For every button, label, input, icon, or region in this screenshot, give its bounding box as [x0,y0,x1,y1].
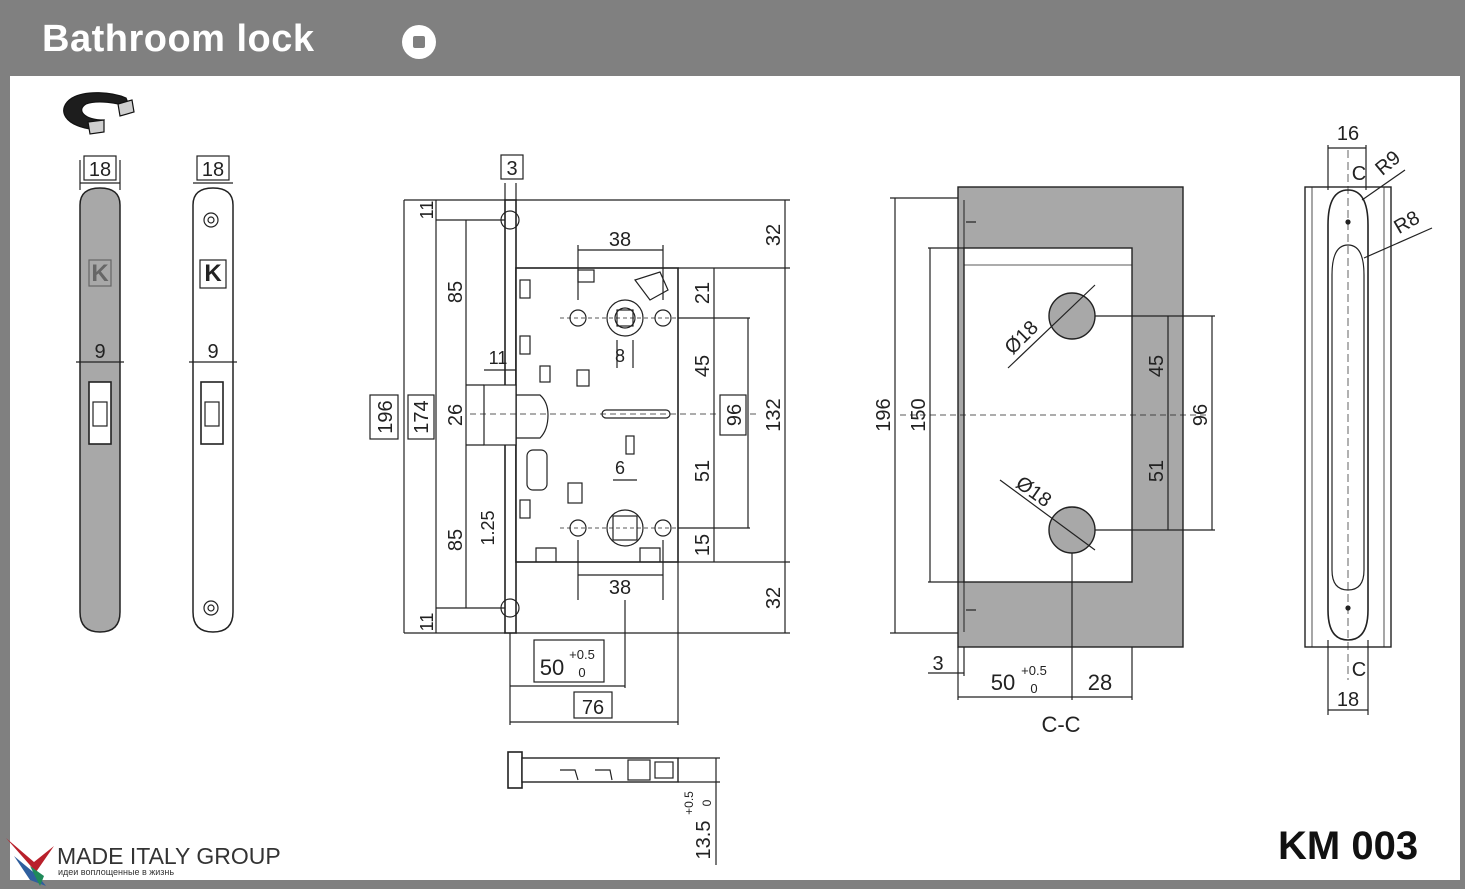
magnet-icon [63,92,135,135]
dim-total: 196 [375,400,397,433]
square-in-circle-icon [402,25,436,59]
dim-cutout-backset: 50 [991,670,1015,695]
dim-lower: 85 [445,529,467,551]
dim-right-96: 96 [724,404,746,426]
faceplate-front: 18 K 9 [76,155,124,633]
dim-latch: 11 [489,348,508,368]
faceplate-back-width: 18 [202,159,224,181]
dim-side-width-bottom: 18 [1337,689,1359,711]
dim-body: 174 [411,400,433,433]
dim-cutout-plate: 3 [932,653,943,675]
latch-side-view: 13.5 +0.5 0 [507,751,720,865]
dim-right-top: 32 [763,224,785,246]
model-number: KM 003 [1278,824,1419,868]
section-label: C-C [1041,712,1080,737]
section-mark-top: C [1352,163,1366,185]
dim-cutout-offset: 28 [1088,670,1112,695]
dim-right-21: 21 [692,282,714,304]
dim-cutout-tol-top: +0.5 [1021,663,1047,678]
dim-cutout-inner: 150 [908,398,930,431]
page-title: Bathroom lock [42,18,315,60]
faceplate-front-width: 18 [89,159,111,181]
brand-bird-logo-icon [6,838,54,886]
dim-right-bottom: 32 [763,587,785,609]
dim-backset: 50 [540,655,564,680]
brand-name: MADE ITALY GROUP [57,843,281,869]
cutout-view: Ø18 Ø18 45 51 96 196 150 3 50 +0.5 0 28 … [873,186,1215,737]
section-mark-bottom: C [1352,659,1366,681]
dim-backset-tol-bottom: 0 [578,665,585,680]
dim-top-margin: 11 [417,201,437,220]
faceplate-back-hole: 9 [207,341,218,363]
dim-latch-height: 13.5 [693,821,715,860]
side-view: 16 C R9 R8 C 18 [1304,123,1433,715]
dim-backset-tol-top: +0.5 [569,647,595,662]
dim-spindle-dist: 38 [609,229,631,251]
k-logo-icon: K [204,260,222,287]
lock-body-view: 3 196 174 11 85 26 85 11 11 1.25 38 8 6 … [369,154,790,725]
dim-right-15: 15 [692,534,714,556]
dim-bottom-margin: 11 [417,613,437,632]
dim-latch-tol-bottom: 0 [700,799,714,806]
dim-thumb-sq: 6 [615,458,625,478]
dim-mid: 26 [445,404,467,426]
dim-cutout-tol-bottom: 0 [1030,681,1037,696]
dim-depth: 76 [582,697,604,719]
dim-cutout-height: 196 [873,398,895,431]
dim-spindle-sq: 8 [615,346,625,366]
dim-right-45: 45 [692,355,714,377]
faceplate-front-hole: 9 [94,341,105,363]
dim-plate: 3 [506,158,517,180]
dim-cutout-45: 45 [1146,355,1168,377]
dim-cutout-51: 51 [1146,460,1168,482]
dim-right-132: 132 [763,398,785,431]
k-logo-icon: K [91,260,109,287]
dim-offset: 1.25 [478,510,498,545]
dim-latch-tol-top: +0.5 [682,791,696,815]
dim-upper: 85 [445,281,467,303]
dim-side-width-top: 16 [1337,123,1359,145]
dim-lower-dist: 38 [609,577,631,599]
dim-right-51: 51 [692,460,714,482]
brand-slogan: идеи воплощенные в жизнь [58,867,175,877]
dim-cutout-96: 96 [1190,404,1212,426]
dim-radius-top: R9 [1371,147,1405,180]
drawing-sheet [10,76,1460,880]
header-bar: Bathroom lock [0,0,1465,76]
faceplate-back: 18 K 9 [189,155,237,633]
